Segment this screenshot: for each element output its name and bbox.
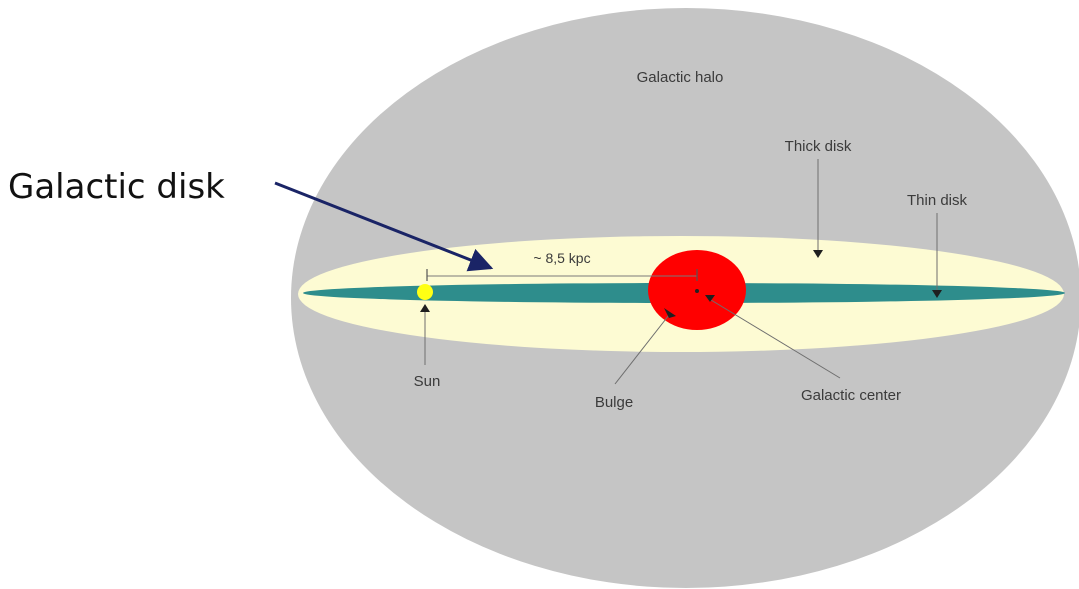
bulge-label: Bulge — [595, 394, 633, 411]
thin-disk-pointer — [932, 213, 942, 298]
distance-scale-bar — [426, 269, 698, 281]
galactic-halo-label: Galactic halo — [637, 69, 724, 86]
thick-disk-pointer — [813, 159, 823, 258]
bulge-pointer — [614, 308, 676, 385]
sun-label: Sun — [414, 373, 441, 390]
galactic-center-label: Galactic center — [801, 387, 901, 404]
thick-disk-label: Thick disk — [785, 138, 852, 155]
thin-disk-label: Thin disk — [907, 192, 968, 209]
distance-label: ~ 8,5 kpc — [533, 250, 590, 266]
galactic-disk-callout-arrow — [274, 181, 494, 272]
galactic-disk-label: Galactic disk — [8, 167, 225, 207]
sun-icon — [417, 284, 433, 300]
galactic-center-pointer — [705, 295, 841, 379]
center-dot-icon — [695, 289, 699, 293]
sun-pointer — [420, 304, 430, 365]
